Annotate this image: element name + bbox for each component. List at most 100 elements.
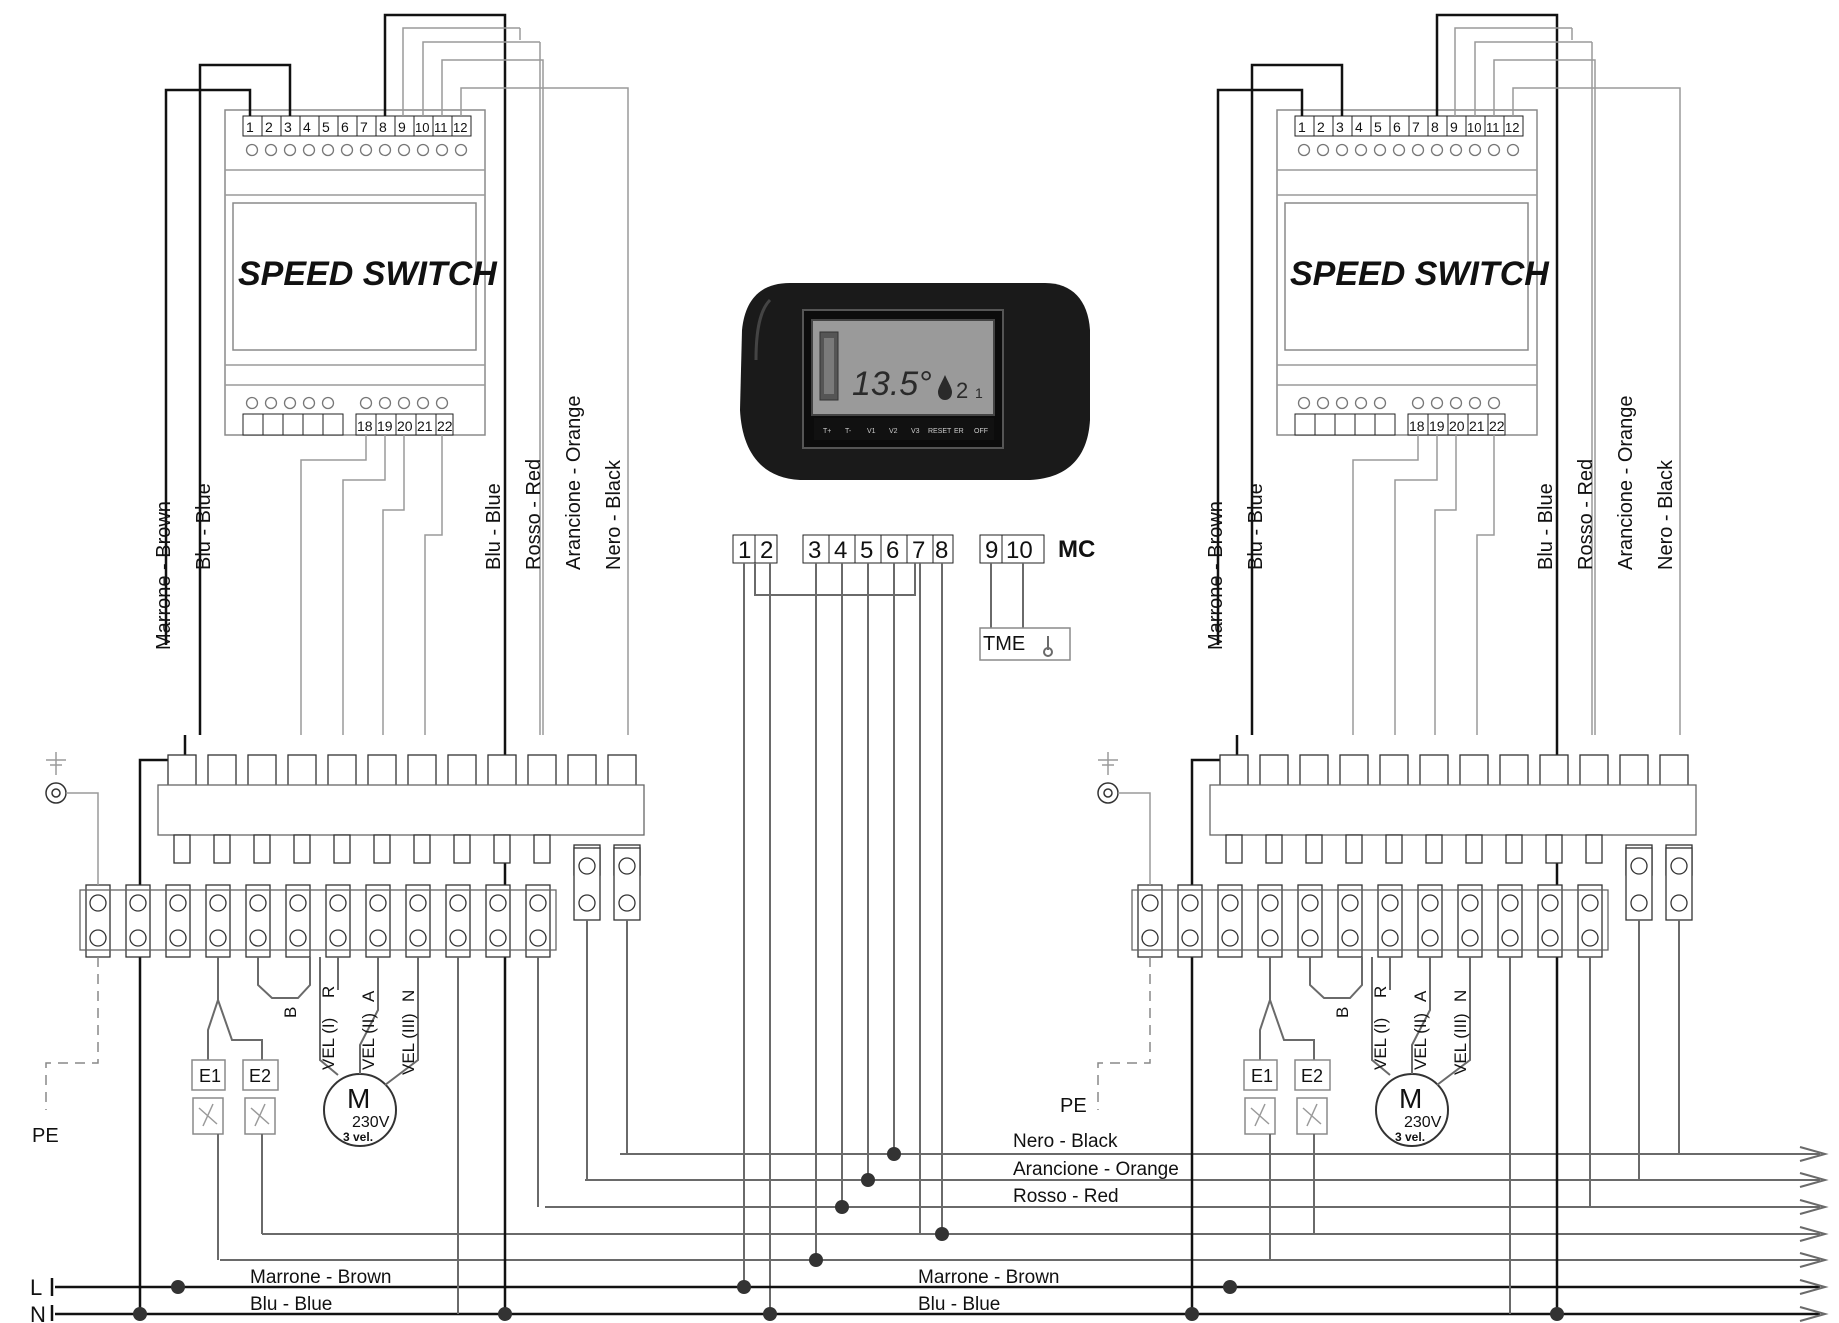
label-n-left: N <box>399 990 418 1002</box>
button-v1[interactable]: V1 <box>867 428 876 435</box>
motor-m-right: M <box>1399 1083 1422 1114</box>
bottom-terminal-21-left: 21 <box>417 418 433 434</box>
label-red-right: Rosso - Red <box>1575 459 1597 570</box>
fan-unit-right: SPEED SWITCH <box>1096 13 1698 1322</box>
mc-terminal-strip: 1 2 3 4 5 6 7 8 9 10 MC TME <box>732 534 1095 661</box>
bus-label-blue-right: Blu - Blue <box>918 1294 1000 1315</box>
label-blue-left: Blu - Blue <box>483 483 505 570</box>
label-bridge-right: B <box>1333 1007 1352 1018</box>
bottom-terminal-19-right: 19 <box>1429 418 1445 434</box>
top-terminal-9-right: 9 <box>1450 119 1458 135</box>
mc-terminal-4: 4 <box>834 537 847 564</box>
tme-sensor <box>979 627 1071 661</box>
label-e2-right: E2 <box>1301 1066 1323 1086</box>
top-terminal-7-left: 7 <box>360 119 368 135</box>
top-terminal-1-right: 1 <box>1298 119 1306 135</box>
button-v2[interactable]: V2 <box>889 428 898 435</box>
bus-lines: L N Nero - Black Arancione - Orange Ross… <box>30 1131 1829 1323</box>
top-terminal-6-left: 6 <box>341 119 349 135</box>
bottom-terminal-20-right: 20 <box>1449 418 1465 434</box>
motor-voltage-left: 230V <box>352 1114 390 1131</box>
mc-terminal-3: 3 <box>808 537 821 564</box>
speed-switch-title-left: SPEED SWITCH <box>238 255 498 293</box>
label-vel1-left: VEL (I) <box>319 1018 338 1070</box>
label-orange-left: Arancione - Orange <box>563 395 585 570</box>
top-terminal-7-right: 7 <box>1412 119 1420 135</box>
bus-label-orange: Arancione - Orange <box>1013 1159 1179 1180</box>
mc-wires <box>743 563 943 1314</box>
mc-terminal-1: 1 <box>738 537 751 564</box>
motor-m-left: M <box>347 1083 370 1114</box>
top-terminal-5-left: 5 <box>322 119 330 135</box>
top-terminal-12-right: 12 <box>1505 120 1519 135</box>
button-off[interactable]: OFF <box>974 428 988 435</box>
mc-terminal-5: 5 <box>860 537 873 564</box>
bottom-terminal-20-left: 20 <box>397 418 413 434</box>
label-e2-left: E2 <box>249 1066 271 1086</box>
mc-label: MC <box>1058 536 1095 563</box>
mc-terminal-6: 6 <box>886 537 899 564</box>
top-terminal-12-left: 12 <box>453 120 467 135</box>
pe-label-right: PE <box>1060 1095 1087 1117</box>
top-terminal-4-right: 4 <box>1355 119 1363 135</box>
bus-label-brown-left: Marrone - Brown <box>250 1267 392 1288</box>
label-bridge-left: B <box>281 1007 300 1018</box>
label-blue-right: Blu - Blue <box>1535 483 1557 570</box>
label-orange-right: Arancione - Orange <box>1615 395 1637 570</box>
label-a-left: A <box>359 990 378 1002</box>
bottom-terminal-22-left: 22 <box>437 418 453 434</box>
mc-terminal-2: 2 <box>760 537 773 564</box>
label-vel2-right: VEL (II) <box>1411 1013 1430 1070</box>
label-blue-top-right: Blu - Blue <box>1245 483 1267 570</box>
fan-unit-left: SPEED SWITCH <box>44 13 646 1322</box>
thermostat-buttons[interactable]: T+ T- V1 V2 V3 RESET ER OFF <box>814 418 994 440</box>
speed-switch-title-right: SPEED SWITCH <box>1290 255 1550 293</box>
top-terminal-6-right: 6 <box>1393 119 1401 135</box>
mc-terminal-7: 7 <box>912 537 925 564</box>
button-t-minus[interactable]: T- <box>845 428 852 435</box>
label-brown-left: Marrone - Brown <box>153 501 175 650</box>
label-vel2-left: VEL (II) <box>359 1013 378 1070</box>
top-terminal-3-right: 3 <box>1336 119 1344 135</box>
lcd-mode-digit: 1 <box>975 385 983 401</box>
button-reset[interactable]: RESET <box>928 428 952 435</box>
label-r-left: R <box>319 986 338 998</box>
bottom-terminal-19-left: 19 <box>377 418 393 434</box>
label-blue-top-left: Blu - Blue <box>193 483 215 570</box>
bottom-terminal-18-right: 18 <box>1409 418 1425 434</box>
label-vel3-left: VEL (III) <box>399 1013 418 1075</box>
label-red-left: Rosso - Red <box>523 459 545 570</box>
mc-terminal-9: 9 <box>985 537 998 564</box>
top-terminal-8-left: 8 <box>379 119 387 135</box>
top-terminal-5-right: 5 <box>1374 119 1382 135</box>
motor-speeds-right: 3 vel. <box>1395 1130 1425 1144</box>
top-terminal-3-left: 3 <box>284 119 292 135</box>
lcd-display <box>811 319 995 416</box>
label-n-right: N <box>1451 990 1470 1002</box>
button-er[interactable]: ER <box>954 428 964 435</box>
bus-label-blue-left: Blu - Blue <box>250 1294 332 1315</box>
top-terminal-10-left: 10 <box>415 120 429 135</box>
motor-speeds-left: 3 vel. <box>343 1130 373 1144</box>
top-terminal-11-left: 11 <box>434 120 448 135</box>
label-r-right: R <box>1371 986 1390 998</box>
button-t-plus[interactable]: T+ <box>823 428 831 435</box>
bus-label-l: L <box>30 1275 42 1300</box>
top-terminal-9-left: 9 <box>398 119 406 135</box>
top-terminal-8-right: 8 <box>1431 119 1439 135</box>
bottom-terminal-21-right: 21 <box>1469 418 1485 434</box>
label-e1-right: E1 <box>1251 1066 1273 1086</box>
top-terminal-11-right: 11 <box>1486 120 1500 135</box>
bottom-terminal-18-left: 18 <box>357 418 373 434</box>
bus-label-brown-right: Marrone - Brown <box>918 1267 1060 1288</box>
label-a-right: A <box>1411 990 1430 1002</box>
thermostat-panel: 13.5° 2 1 T+ T- V1 V2 V3 RESET ER OFF <box>740 283 1090 480</box>
bus-label-n: N <box>30 1302 46 1323</box>
top-terminal-10-right: 10 <box>1467 120 1481 135</box>
label-black-right: Nero - Black <box>1655 459 1677 570</box>
tme-label: TME <box>983 633 1025 655</box>
label-vel1-right: VEL (I) <box>1371 1018 1390 1070</box>
button-v3[interactable]: V3 <box>911 428 920 435</box>
top-terminal-2-left: 2 <box>265 119 273 135</box>
